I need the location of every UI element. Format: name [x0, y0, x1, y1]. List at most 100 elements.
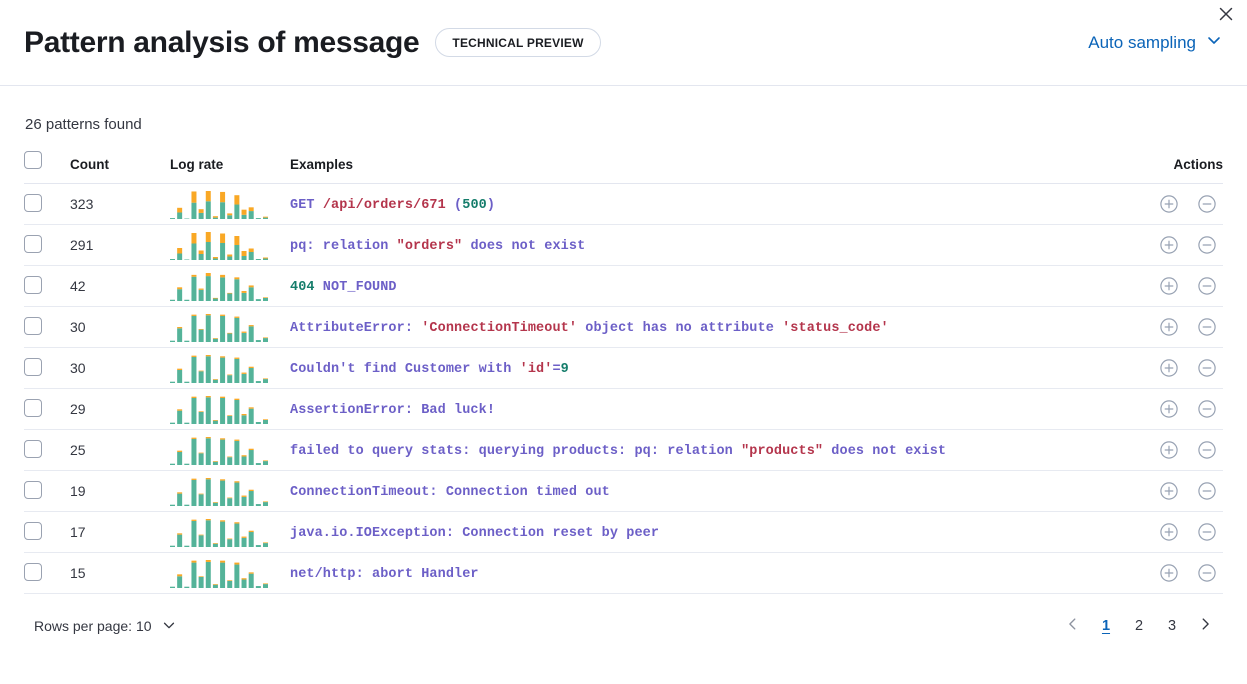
row-example: Couldn't find Customer with 'id'=9 [290, 347, 1103, 389]
row-count: 29 [70, 388, 170, 430]
row-checkbox[interactable] [24, 275, 42, 294]
circle-minus-icon[interactable] [1193, 272, 1221, 300]
patterns-found-count: 26 patterns found [25, 116, 142, 133]
row-checkbox[interactable] [24, 439, 42, 458]
row-checkbox[interactable] [24, 521, 42, 540]
row-example: ConnectionTimeout: Connection timed out [290, 470, 1103, 512]
column-header-log-rate[interactable]: Log rate [170, 151, 290, 184]
circle-minus-icon[interactable] [1193, 190, 1221, 218]
row-log-rate-sparkline [170, 183, 290, 225]
example-token: 9 [560, 362, 569, 377]
circle-plus-icon[interactable] [1155, 436, 1183, 464]
row-log-rate-sparkline [170, 224, 290, 266]
example-token: "orders" [396, 239, 463, 254]
circle-plus-icon[interactable] [1155, 190, 1183, 218]
table-row[interactable]: 29 AssertionError: Bad luck! [24, 388, 1223, 430]
table-row[interactable]: 25 failed to query stats: querying produc… [24, 429, 1223, 471]
row-checkbox[interactable] [24, 480, 42, 499]
example-token: AssertionError: Bad luck! [290, 403, 496, 418]
row-log-rate-sparkline [170, 306, 290, 348]
example-token: does not exist [462, 239, 586, 254]
table-row[interactable]: 15 net/http: abort Handler [24, 552, 1223, 594]
example-token: 'status_code' [782, 321, 889, 336]
circle-minus-icon[interactable] [1193, 477, 1221, 505]
circle-plus-icon[interactable] [1155, 231, 1183, 259]
pagination-next[interactable] [1190, 611, 1220, 641]
pagination-page-2[interactable]: 2 [1134, 618, 1144, 634]
row-example: pq: relation "orders" does not exist [290, 224, 1103, 266]
circle-plus-icon[interactable] [1155, 518, 1183, 546]
close-icon [1218, 6, 1234, 27]
row-example: AssertionError: Bad luck! [290, 388, 1103, 430]
row-checkbox[interactable] [24, 193, 42, 212]
circle-minus-icon[interactable] [1193, 518, 1221, 546]
column-header-actions: Actions [1103, 151, 1223, 184]
example-token: 'id' [519, 362, 553, 377]
row-count: 323 [70, 183, 170, 225]
circle-plus-icon[interactable] [1155, 272, 1183, 300]
row-checkbox[interactable] [24, 234, 42, 253]
column-header-count[interactable]: Count [70, 151, 170, 184]
row-actions [1103, 265, 1223, 307]
example-token: Couldn't find Customer with [290, 362, 520, 377]
dialog-header: Pattern analysis of message TECHNICAL PR… [0, 0, 1247, 86]
table-row[interactable]: 19 ConnectionTimeout: Connection timed ou… [24, 470, 1223, 512]
row-example: failed to query stats: querying products… [290, 429, 1103, 471]
example-token: 500 [462, 198, 487, 213]
example-token: net/http: abort Handler [290, 567, 479, 582]
circle-minus-icon[interactable] [1193, 354, 1221, 382]
pagination-page-1[interactable]: 1 [1101, 618, 1111, 634]
example-token: GET [290, 198, 323, 213]
row-select-cell [24, 347, 70, 389]
pagination-previous[interactable] [1058, 611, 1088, 641]
rows-per-page-dropdown[interactable]: Rows per page: 10 [34, 617, 177, 636]
row-checkbox[interactable] [24, 398, 42, 417]
circle-plus-icon[interactable] [1155, 477, 1183, 505]
page-title: Pattern analysis of message [24, 26, 420, 59]
example-token: does not exist [823, 444, 947, 459]
row-select-cell [24, 224, 70, 266]
circle-minus-icon[interactable] [1193, 559, 1221, 587]
circle-minus-icon[interactable] [1193, 395, 1221, 423]
row-count: 30 [70, 347, 170, 389]
table-row[interactable]: 30 Couldn't find Customer with 'id'=9 [24, 347, 1223, 389]
column-header-examples[interactable]: Examples [290, 151, 1103, 184]
circle-plus-icon[interactable] [1155, 559, 1183, 587]
circle-minus-icon[interactable] [1193, 313, 1221, 341]
circle-plus-icon[interactable] [1155, 395, 1183, 423]
row-count: 15 [70, 552, 170, 594]
circle-minus-icon[interactable] [1193, 231, 1221, 259]
row-log-rate-sparkline [170, 429, 290, 471]
row-select-cell [24, 306, 70, 348]
row-example: AttributeError: 'ConnectionTimeout' obje… [290, 306, 1103, 348]
rows-per-page-label: Rows per page: 10 [34, 618, 152, 634]
row-log-rate-sparkline [170, 347, 290, 389]
row-count: 25 [70, 429, 170, 471]
row-example: net/http: abort Handler [290, 552, 1103, 594]
select-all-header [24, 151, 70, 184]
row-actions [1103, 347, 1223, 389]
row-log-rate-sparkline [170, 511, 290, 553]
close-button[interactable] [1212, 2, 1240, 30]
row-actions [1103, 224, 1223, 266]
auto-sampling-dropdown[interactable]: Auto sampling [1088, 31, 1223, 54]
circle-plus-icon[interactable] [1155, 354, 1183, 382]
pagination-page-3[interactable]: 3 [1167, 618, 1177, 634]
circle-minus-icon[interactable] [1193, 436, 1221, 464]
row-checkbox[interactable] [24, 562, 42, 581]
row-count: 19 [70, 470, 170, 512]
row-checkbox[interactable] [24, 316, 42, 335]
row-checkbox[interactable] [24, 357, 42, 376]
select-all-checkbox[interactable] [24, 151, 42, 169]
circle-plus-icon[interactable] [1155, 313, 1183, 341]
example-token: "products" [741, 444, 824, 459]
chevron-down-icon [161, 617, 177, 636]
example-token: 404 [290, 280, 315, 295]
row-log-rate-sparkline [170, 470, 290, 512]
